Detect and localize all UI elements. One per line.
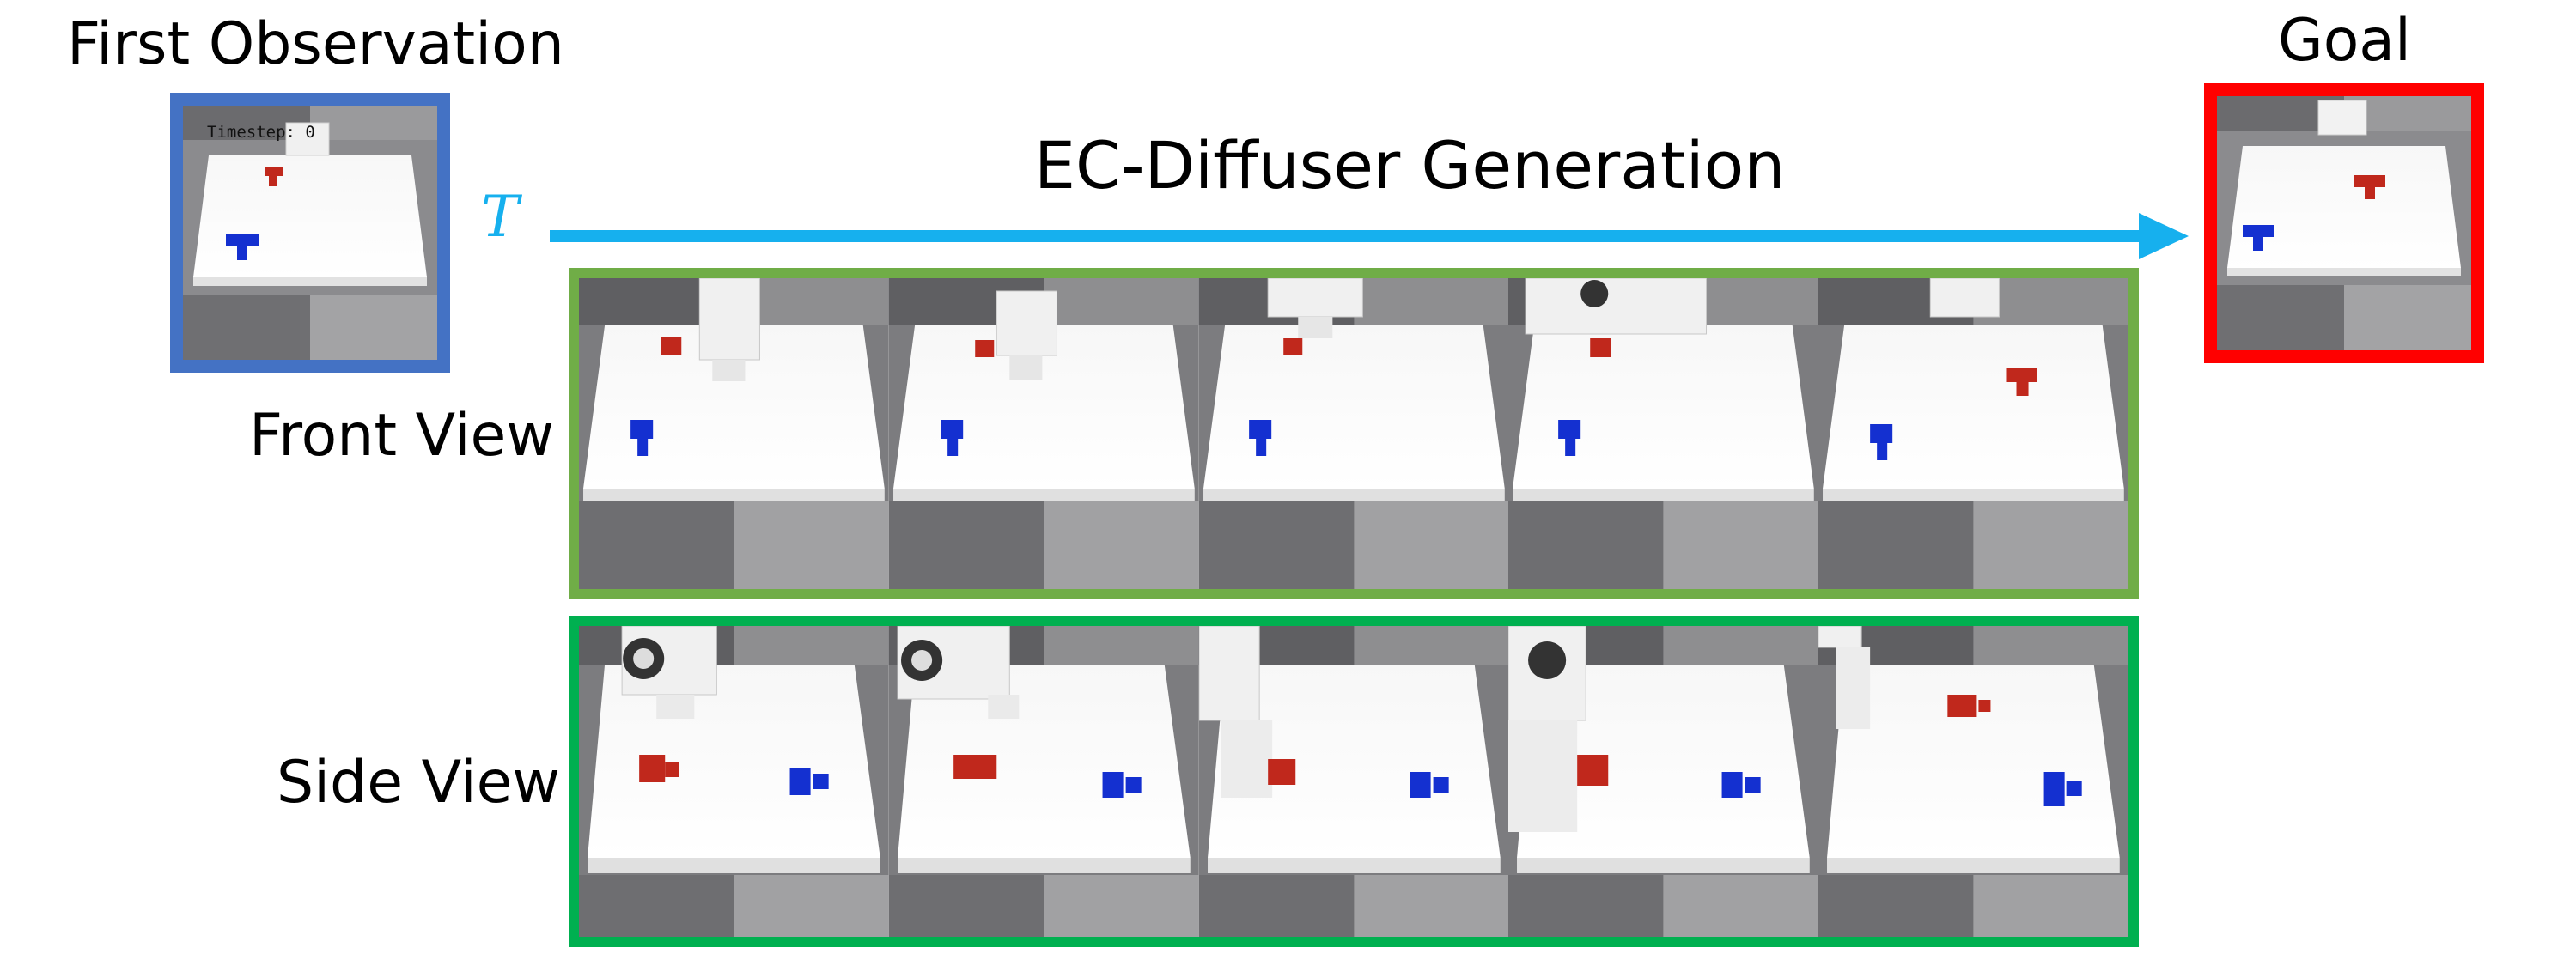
front-view-frame-3 <box>1198 278 1509 589</box>
generation-label: EC-Diffuser Generation <box>1034 127 1786 204</box>
side-view-frame-5 <box>1818 626 2128 937</box>
goal-label: Goal <box>2278 7 2411 75</box>
side-view-strip <box>569 616 2139 947</box>
goal-image <box>2204 83 2484 363</box>
side-view-frame-3 <box>1198 626 1509 937</box>
front-view-frame-1 <box>579 278 889 589</box>
front-view-label: Front View <box>249 402 554 470</box>
front-view-frame-2 <box>888 278 1199 589</box>
side-view-frame-4 <box>1508 626 1819 937</box>
front-view-strip <box>569 268 2139 599</box>
front-view-frame-4 <box>1508 278 1819 589</box>
time-symbol: T <box>481 184 520 250</box>
front-view-frame-5 <box>1818 278 2128 589</box>
first-observation-image: Timestep: 0 <box>170 93 450 373</box>
side-view-frame-1 <box>579 626 889 937</box>
side-view-frame-2 <box>888 626 1199 937</box>
first-observation-label: First Observation <box>67 10 564 78</box>
timestep-overlay: Timestep: 0 <box>207 123 315 142</box>
side-view-label: Side View <box>277 749 561 817</box>
